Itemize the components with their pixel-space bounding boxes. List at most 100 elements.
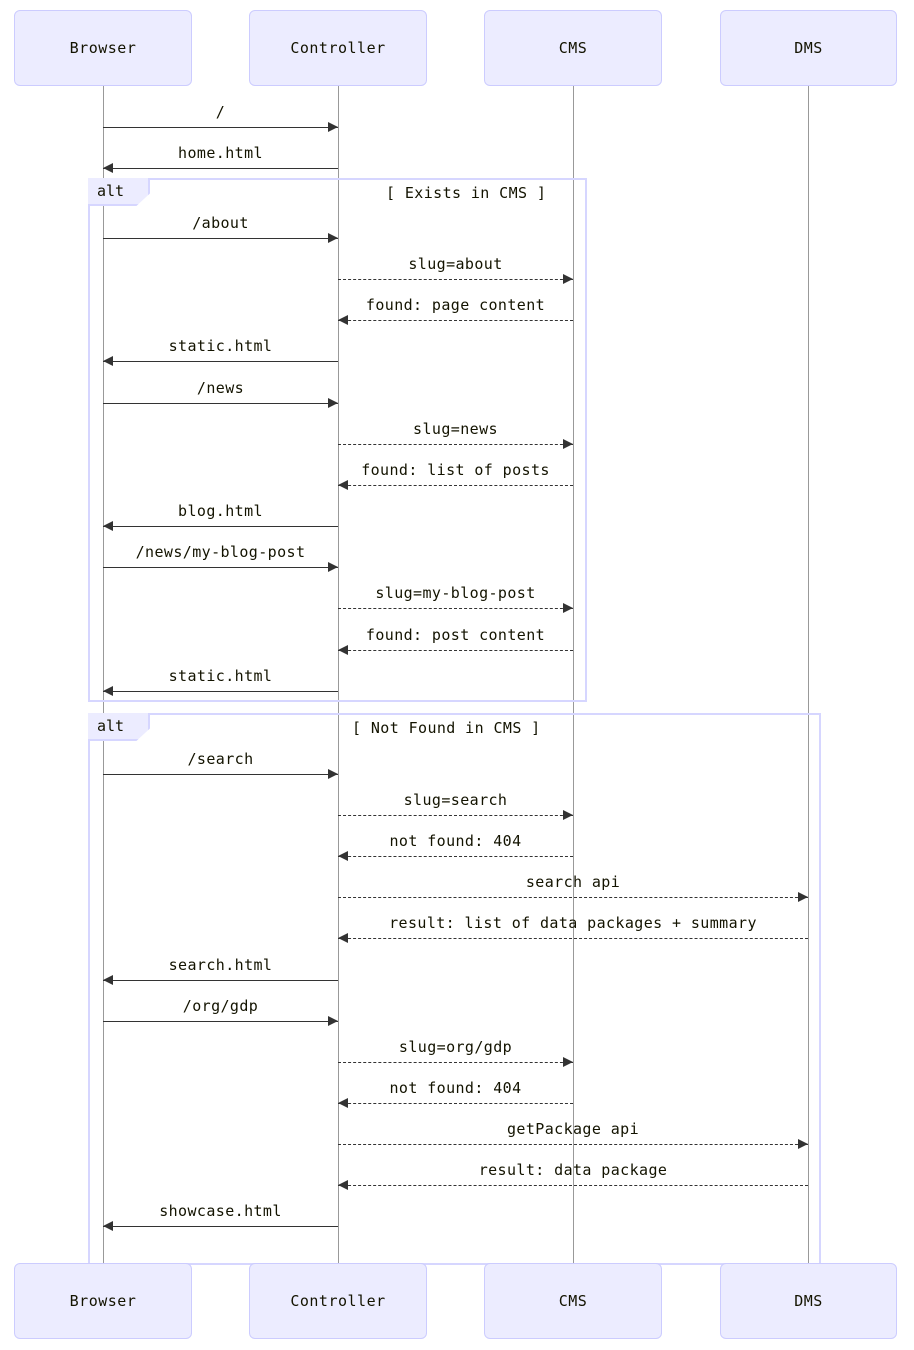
message-label: found: post content bbox=[365, 626, 546, 644]
arrowhead-left-icon bbox=[338, 1180, 348, 1190]
message-label: static.html bbox=[168, 337, 273, 355]
participant-top-dms[interactable]: DMS bbox=[720, 10, 897, 86]
message-line bbox=[338, 320, 573, 321]
message-line bbox=[338, 279, 573, 280]
alt-fragment-1-keyword: alt bbox=[88, 178, 150, 206]
message-label: search api bbox=[525, 873, 621, 891]
message-line bbox=[338, 1144, 808, 1145]
arrowhead-right-icon bbox=[328, 233, 338, 243]
participant-label: Controller bbox=[290, 39, 386, 57]
message-label: slug=about bbox=[408, 255, 503, 273]
arrowhead-right-icon bbox=[563, 810, 573, 820]
alt-fragment-2-condition: [ Not Found in CMS ] bbox=[352, 719, 541, 737]
participant-label: CMS bbox=[558, 39, 588, 57]
message-line bbox=[103, 238, 338, 239]
message-label: slug=my-blog-post bbox=[375, 584, 536, 602]
arrowhead-left-icon bbox=[103, 163, 113, 173]
message-label: slug=news bbox=[413, 420, 498, 438]
lifeline-browser bbox=[102, 86, 104, 1263]
message-line bbox=[103, 1226, 338, 1227]
lifeline-controller bbox=[337, 86, 339, 1263]
participant-label: CMS bbox=[558, 1292, 588, 1310]
participant-bottom-browser[interactable]: Browser bbox=[14, 1263, 192, 1339]
message-line bbox=[103, 403, 338, 404]
message-line bbox=[338, 897, 808, 898]
message-line bbox=[103, 691, 338, 692]
message-label: found: list of posts bbox=[361, 461, 550, 479]
arrowhead-left-icon bbox=[338, 645, 348, 655]
participant-bottom-dms[interactable]: DMS bbox=[720, 1263, 897, 1339]
message-line bbox=[338, 1103, 573, 1104]
arrowhead-right-icon bbox=[328, 122, 338, 132]
arrowhead-right-icon bbox=[563, 603, 573, 613]
message-label: /news/my-blog-post bbox=[135, 543, 306, 561]
participant-label: Controller bbox=[290, 1292, 386, 1310]
arrowhead-left-icon bbox=[338, 933, 348, 943]
message-label: result: list of data packages + summary bbox=[389, 914, 757, 932]
arrowhead-right-icon bbox=[563, 1057, 573, 1067]
arrowhead-left-icon bbox=[338, 480, 348, 490]
participant-label: Browser bbox=[69, 1292, 137, 1310]
participant-label: DMS bbox=[794, 1292, 823, 1310]
message-label: showcase.html bbox=[159, 1202, 282, 1220]
arrowhead-right-icon bbox=[798, 1139, 808, 1149]
arrowhead-right-icon bbox=[328, 1016, 338, 1026]
participant-top-controller[interactable]: Controller bbox=[249, 10, 427, 86]
lifeline-dms bbox=[807, 86, 809, 1263]
arrowhead-right-icon bbox=[328, 769, 338, 779]
arrowhead-right-icon bbox=[563, 274, 573, 284]
arrowhead-left-icon bbox=[103, 975, 113, 985]
message-label: static.html bbox=[168, 667, 273, 685]
lifeline-cms bbox=[572, 86, 574, 1263]
participant-label: DMS bbox=[794, 39, 823, 57]
alt-fragment-1-condition: [ Exists in CMS ] bbox=[386, 184, 547, 202]
message-label: not found: 404 bbox=[389, 1079, 522, 1097]
arrowhead-right-icon bbox=[798, 892, 808, 902]
participant-label: Browser bbox=[69, 39, 137, 57]
alt-keyword-label: alt bbox=[97, 717, 125, 735]
message-label: getPackage api bbox=[506, 1120, 640, 1138]
message-line bbox=[338, 608, 573, 609]
arrowhead-left-icon bbox=[338, 851, 348, 861]
message-label: result: data package bbox=[478, 1161, 668, 1179]
message-label: not found: 404 bbox=[389, 832, 522, 850]
message-label: /news bbox=[196, 379, 245, 397]
arrowhead-right-icon bbox=[328, 398, 338, 408]
message-label: search.html bbox=[168, 956, 273, 974]
message-label: slug=org/gdp bbox=[398, 1038, 513, 1056]
message-line bbox=[103, 526, 338, 527]
message-label: home.html bbox=[178, 144, 263, 162]
participant-bottom-cms[interactable]: CMS bbox=[484, 1263, 662, 1339]
participant-top-browser[interactable]: Browser bbox=[14, 10, 192, 86]
message-line bbox=[338, 815, 573, 816]
message-line bbox=[338, 1062, 573, 1063]
alt-fragment-2-keyword: alt bbox=[88, 713, 150, 741]
message-line bbox=[103, 774, 338, 775]
message-label: /about bbox=[192, 214, 249, 232]
message-label: / bbox=[215, 103, 226, 121]
arrowhead-left-icon bbox=[103, 686, 113, 696]
message-line bbox=[103, 361, 338, 362]
message-line bbox=[338, 444, 573, 445]
message-line bbox=[103, 127, 338, 128]
arrowhead-left-icon bbox=[338, 315, 348, 325]
message-line bbox=[103, 168, 338, 169]
arrowhead-left-icon bbox=[103, 1221, 113, 1231]
message-label: /org/gdp bbox=[182, 997, 259, 1015]
message-line bbox=[103, 567, 338, 568]
message-label: slug=search bbox=[403, 791, 508, 809]
message-label: found: page content bbox=[365, 296, 546, 314]
message-line bbox=[103, 980, 338, 981]
participant-bottom-controller[interactable]: Controller bbox=[249, 1263, 427, 1339]
arrowhead-left-icon bbox=[103, 356, 113, 366]
message-line bbox=[338, 485, 573, 486]
message-line bbox=[338, 1185, 808, 1186]
participant-top-cms[interactable]: CMS bbox=[484, 10, 662, 86]
message-label: /search bbox=[187, 750, 254, 768]
arrowhead-left-icon bbox=[338, 1098, 348, 1108]
alt-keyword-label: alt bbox=[97, 182, 125, 200]
message-label: blog.html bbox=[178, 502, 263, 520]
message-line bbox=[103, 1021, 338, 1022]
arrowhead-right-icon bbox=[328, 562, 338, 572]
